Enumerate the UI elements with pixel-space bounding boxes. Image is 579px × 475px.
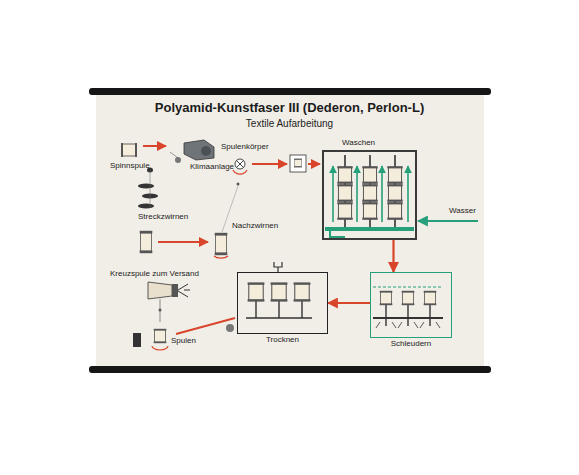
air-conditioner (170, 140, 214, 163)
washing-vessel (325, 155, 478, 237)
process-name: Waschen (342, 139, 375, 148)
process-name: Trocknen (238, 336, 327, 345)
flow-arrow (328, 302, 370, 304)
part-name: Wasser (449, 207, 476, 216)
winding-bobbins (133, 318, 235, 350)
process-name: Schleudern (371, 340, 451, 349)
centrifuge (373, 287, 443, 328)
part-name: Streckzwirnen (138, 213, 188, 222)
part-name: Spulenkörper (221, 143, 269, 152)
part-name: Kreuzspule zum Versand (110, 270, 199, 279)
part-name: Spinnspule (110, 162, 150, 171)
chart-title: Polyamid-Kunstfaser III (Dederon, Perlon… (0, 101, 579, 115)
bottom-rod (89, 366, 491, 373)
process-box: Waschen (322, 150, 417, 240)
part-name: Nachzwirnen (232, 222, 278, 231)
chart-paper (96, 93, 484, 369)
draw-twisting-rollers (138, 168, 208, 254)
process-box: Schleudern (370, 272, 452, 338)
part-name: Spulen (171, 337, 196, 346)
flow-arrow (392, 240, 394, 272)
process-box: Trocknen (237, 272, 328, 334)
cross-wound-bobbin (148, 282, 190, 322)
top-rod (89, 88, 491, 95)
chart-subtitle: Textile Aufarbeitung (0, 118, 579, 129)
part-name: Klimaanlage (190, 163, 234, 172)
spinning-bobbin (121, 143, 166, 157)
